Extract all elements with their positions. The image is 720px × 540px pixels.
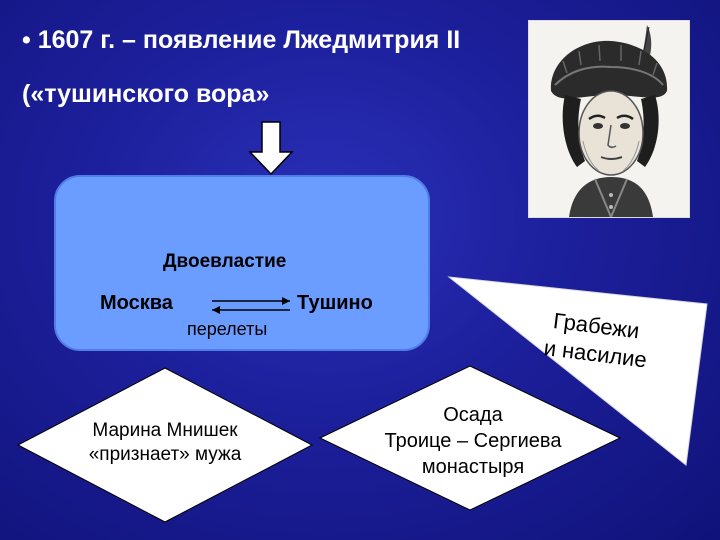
siege-text-line-1: Осада [443,404,503,426]
siege-text: Осада Троице – Сергиева монастыря [350,402,596,480]
down-arrow-icon [248,121,294,176]
siege-text-line-3: монастыря [421,456,525,478]
dual-power-title: Двоевластие [163,251,287,272]
heading-line-2: («тушинского вора» [22,80,270,108]
tushino-label: Тушино [297,292,373,314]
portrait-false-dmitry-ii-icon [529,21,689,220]
moscow-label: Москва [100,292,173,314]
heading-line-1: • 1607 г. – появление Лжедмитрия II [22,26,461,54]
defectors-label: перелеты [187,319,268,339]
dual-power-box [54,175,430,351]
siege-text-line-2: Троице – Сергиева [384,430,562,452]
marina-text-line-2: «признает» мужа [88,444,242,465]
marina-text-line-1: Марина Мнишек [92,420,238,441]
portrait-image [528,20,690,220]
marina-text: Марина Мнишек «признает» мужа [55,419,275,467]
exchange-arrows-icon [212,297,290,314]
